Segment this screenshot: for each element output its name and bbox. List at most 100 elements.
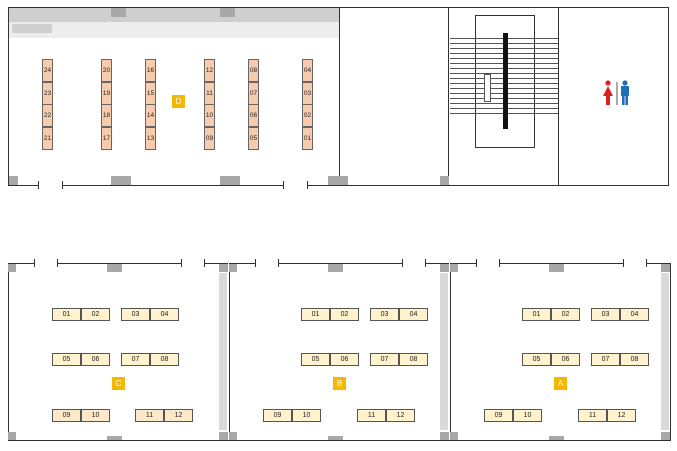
shelf-slot: 23 <box>42 81 53 105</box>
stair-tread <box>508 48 558 49</box>
stair-tread <box>508 83 558 84</box>
door-jamb <box>181 259 182 267</box>
stairwell-frame <box>475 15 535 148</box>
room-a-left-wall <box>450 263 451 441</box>
desk: 04 <box>150 308 179 321</box>
desk: 02 <box>330 308 359 321</box>
desk: 01 <box>52 308 81 321</box>
room-top-wall <box>646 263 670 264</box>
room-d-label: D <box>172 95 185 108</box>
door-jamb <box>57 259 58 267</box>
stair-tread <box>450 43 503 44</box>
stair-tread <box>450 103 503 104</box>
pillar <box>8 432 16 440</box>
shelf-slot: 21 <box>42 126 53 150</box>
desk: 08 <box>150 353 179 366</box>
stair-tread <box>450 48 503 49</box>
shelf-slot: 03 <box>302 81 313 105</box>
shelf-slot: 19 <box>101 81 112 105</box>
desk: 12 <box>607 409 636 422</box>
stair-tread <box>450 113 503 114</box>
shelf-slot: 14 <box>145 104 156 127</box>
desk: 01 <box>522 308 551 321</box>
door-jamb <box>278 259 279 267</box>
desk: 06 <box>551 353 580 366</box>
window-strip <box>219 273 227 430</box>
stair-handrail <box>503 33 508 129</box>
desk: 03 <box>591 308 620 321</box>
shelf-slot: 05 <box>248 126 259 150</box>
door-jamb <box>38 181 39 189</box>
stair-tread <box>450 68 503 69</box>
stair-tread <box>508 63 558 64</box>
shelf-slot: 11 <box>204 81 215 105</box>
pillar <box>549 264 564 272</box>
room-b-label: B <box>333 377 346 390</box>
desk: 08 <box>399 353 428 366</box>
pillar <box>107 264 122 272</box>
pillar <box>450 432 458 440</box>
door-jamb <box>62 181 63 189</box>
pillar <box>328 176 348 185</box>
stair-tread <box>508 73 558 74</box>
stair-tread <box>508 93 558 94</box>
room-top-wall <box>57 263 181 264</box>
door-jamb <box>34 259 35 267</box>
room-bottom-wall <box>229 440 450 441</box>
pillar <box>328 436 343 440</box>
desk: 02 <box>551 308 580 321</box>
desk: 10 <box>81 409 110 422</box>
room-d-bottom-wall-a <box>8 185 38 186</box>
stair-tread <box>508 103 558 104</box>
room-top-wall <box>204 263 228 264</box>
room-bottom-wall <box>8 440 229 441</box>
room-c-left-wall <box>8 263 9 441</box>
pillar <box>220 176 240 185</box>
pillar <box>450 264 458 272</box>
door-jamb <box>307 181 308 189</box>
desk: 04 <box>399 308 428 321</box>
door-jamb <box>499 259 500 267</box>
pillar <box>440 264 449 272</box>
desk: 01 <box>301 308 330 321</box>
stair-tread <box>508 43 558 44</box>
door-jamb <box>623 259 624 267</box>
shelf-slot: 08 <box>248 59 259 82</box>
desk: 07 <box>370 353 399 366</box>
stair-tread <box>450 93 503 94</box>
shelf-slot: 24 <box>42 59 53 82</box>
shelf-slot: 13 <box>145 126 156 150</box>
pillar <box>220 8 235 17</box>
top-wall <box>8 7 669 8</box>
desk: 10 <box>292 409 321 422</box>
stair-tread <box>508 68 558 69</box>
stair-left-wall <box>448 7 449 185</box>
room-b-left-wall <box>229 263 230 441</box>
pillar <box>219 264 228 272</box>
pillar <box>440 432 449 440</box>
pillar <box>111 176 131 185</box>
pillar <box>661 432 670 440</box>
shelf-slot: 22 <box>42 104 53 127</box>
top-band-bottom-wall-right <box>339 185 669 186</box>
room-a-right-wall <box>670 263 671 441</box>
stair-tread <box>508 98 558 99</box>
stair-right-wall <box>558 7 559 185</box>
stair-tread <box>508 58 558 59</box>
shelf-slot: 06 <box>248 104 259 127</box>
room-top-wall <box>229 263 255 264</box>
pillar <box>111 8 126 17</box>
stair-tread <box>508 113 558 114</box>
pillar <box>229 264 237 272</box>
desk: 09 <box>263 409 292 422</box>
desk: 03 <box>121 308 150 321</box>
pillar <box>229 432 237 440</box>
right-wall-top <box>668 7 669 185</box>
window-strip <box>440 273 448 430</box>
desk: 06 <box>81 353 110 366</box>
desk: 11 <box>578 409 607 422</box>
room-top-wall <box>278 263 402 264</box>
pillar <box>440 176 449 185</box>
stair-tread <box>450 88 503 89</box>
pillar <box>661 264 670 272</box>
